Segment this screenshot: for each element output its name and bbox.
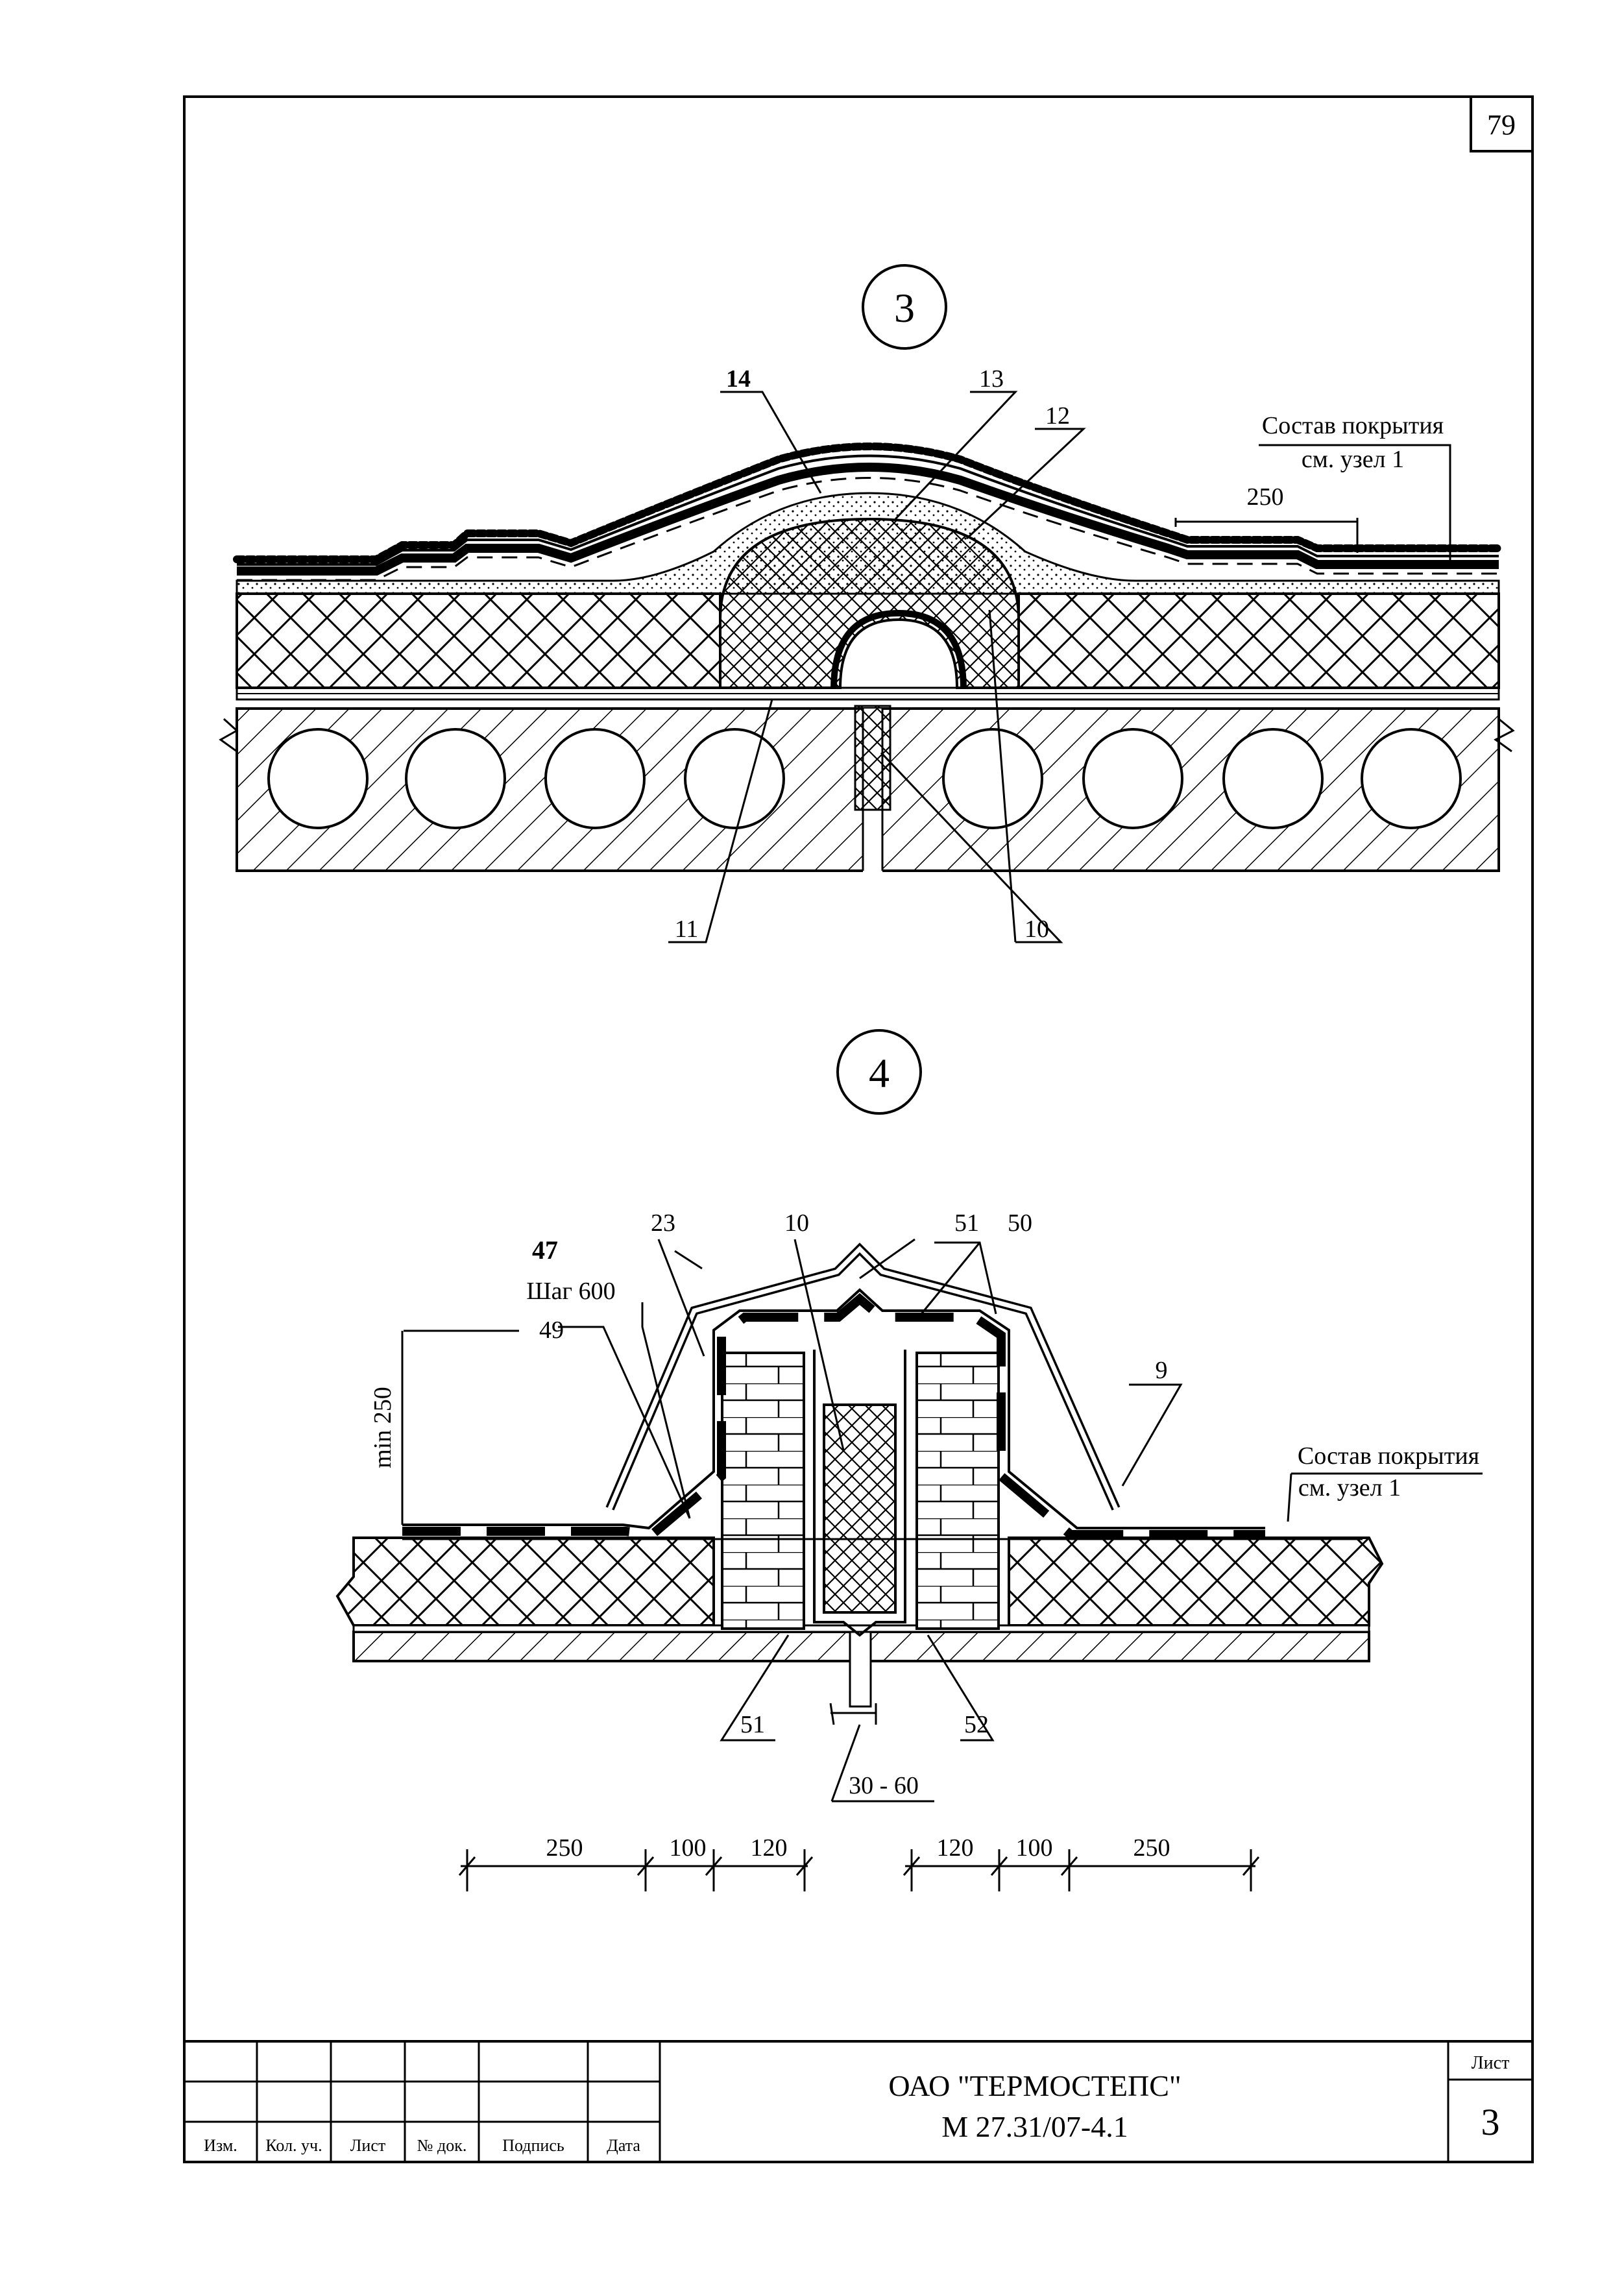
detail-3-label-12: 12 (1045, 402, 1070, 430)
detail-4-membrane (402, 1288, 1363, 1540)
insulation-left (236, 592, 721, 689)
brick-wall-left (721, 1352, 805, 1630)
detail-4-marker (836, 1029, 922, 1115)
leveling-layer (236, 492, 1500, 595)
detail-4-label-51-bottom: 51 (740, 1711, 765, 1738)
detail-3-leaders (668, 391, 1451, 943)
detail-3-label-11: 11 (675, 916, 699, 943)
detail-4-label-9: 9 (1156, 1357, 1168, 1384)
detail-3-coating-note-2: см. узел 1 (1302, 446, 1404, 473)
slate-dressing (233, 443, 1503, 563)
detail-3-marker (862, 264, 947, 350)
detail-4-label-23: 23 (651, 1209, 675, 1237)
column-doc-no: № док. (417, 2136, 467, 2155)
detail-4-coating-note-1: Состав покрытия (1298, 1442, 1479, 1470)
compressible-insert (823, 1403, 897, 1614)
detail-3-marker-number: 3 (894, 285, 915, 331)
detail-4-insulation-left (335, 1536, 715, 1627)
document-code: М 27.31/07-4.1 (941, 2110, 1128, 2143)
joint-filler (854, 705, 891, 811)
dim-right-2: 100 (1016, 1834, 1053, 1862)
sheet-number: 3 (1481, 2101, 1500, 2143)
detail-4-min-height: min 250 (369, 1387, 396, 1468)
detail-4-insulation-right (1008, 1536, 1384, 1627)
dim-right-3: 250 (1133, 1834, 1170, 1862)
detail-4: 4 (335, 1029, 1483, 1891)
detail-4-label-47: 47 (532, 1235, 558, 1265)
detail-3: 3 (219, 264, 1515, 943)
detail-4-marker-number: 4 (869, 1050, 890, 1096)
dim-left-3: 120 (751, 1834, 788, 1862)
detail-3-label-14: 14 (726, 365, 751, 393)
detail-4-coating-note-2: см. узел 1 (1298, 1474, 1401, 1501)
column-kol-uch: Кол. уч. (265, 2136, 322, 2155)
page-number: 79 (1487, 109, 1516, 141)
detail-4-gap-dim: 30 - 60 (849, 1772, 919, 1799)
roof-membrane (237, 454, 1499, 581)
hollow-core-slab (219, 705, 1515, 872)
insulation-right (1017, 592, 1500, 689)
sheet-label: Лист (1472, 2053, 1510, 2073)
brick-wall-right (915, 1352, 1000, 1630)
detail-4-label-52: 52 (964, 1711, 989, 1738)
dimension-chains (458, 1849, 1260, 1891)
column-signature: Подпись (502, 2136, 564, 2155)
detail-3-dim-250: 250 (1247, 483, 1284, 511)
detail-3-label-10: 10 (1024, 916, 1049, 943)
detail-3-coating-note-1: Состав покрытия (1262, 412, 1444, 439)
page-number-box (1470, 95, 1534, 152)
detail-4-label-10: 10 (784, 1209, 809, 1237)
column-list: Лист (350, 2136, 385, 2155)
detail-4-step-note: Шаг 600 (526, 1278, 615, 1305)
detail-4-label-49: 49 (539, 1317, 564, 1344)
detail-4-label-50: 50 (1008, 1209, 1032, 1237)
column-izm: Изм. (204, 2136, 237, 2155)
sheet-frame: 79 (183, 95, 1534, 2163)
u-compensator (813, 1350, 906, 1637)
dim-left-2: 100 (670, 1834, 707, 1862)
expansion-compensator (830, 609, 967, 690)
dim-left-1: 250 (546, 1834, 583, 1862)
detail-4-label-51-top: 51 (954, 1209, 979, 1237)
company-name: ОАО "ТЕРМОСТЕПС" (888, 2069, 1181, 2102)
detail-4-leaders (401, 1238, 1483, 1803)
column-date: Дата (607, 2136, 640, 2155)
title-block: Изм. Кол. уч. Лист № док. Подпись Дата О… (183, 2040, 1534, 2163)
dim-right-1: 120 (937, 1834, 974, 1862)
detail-3-label-13: 13 (979, 365, 1004, 393)
